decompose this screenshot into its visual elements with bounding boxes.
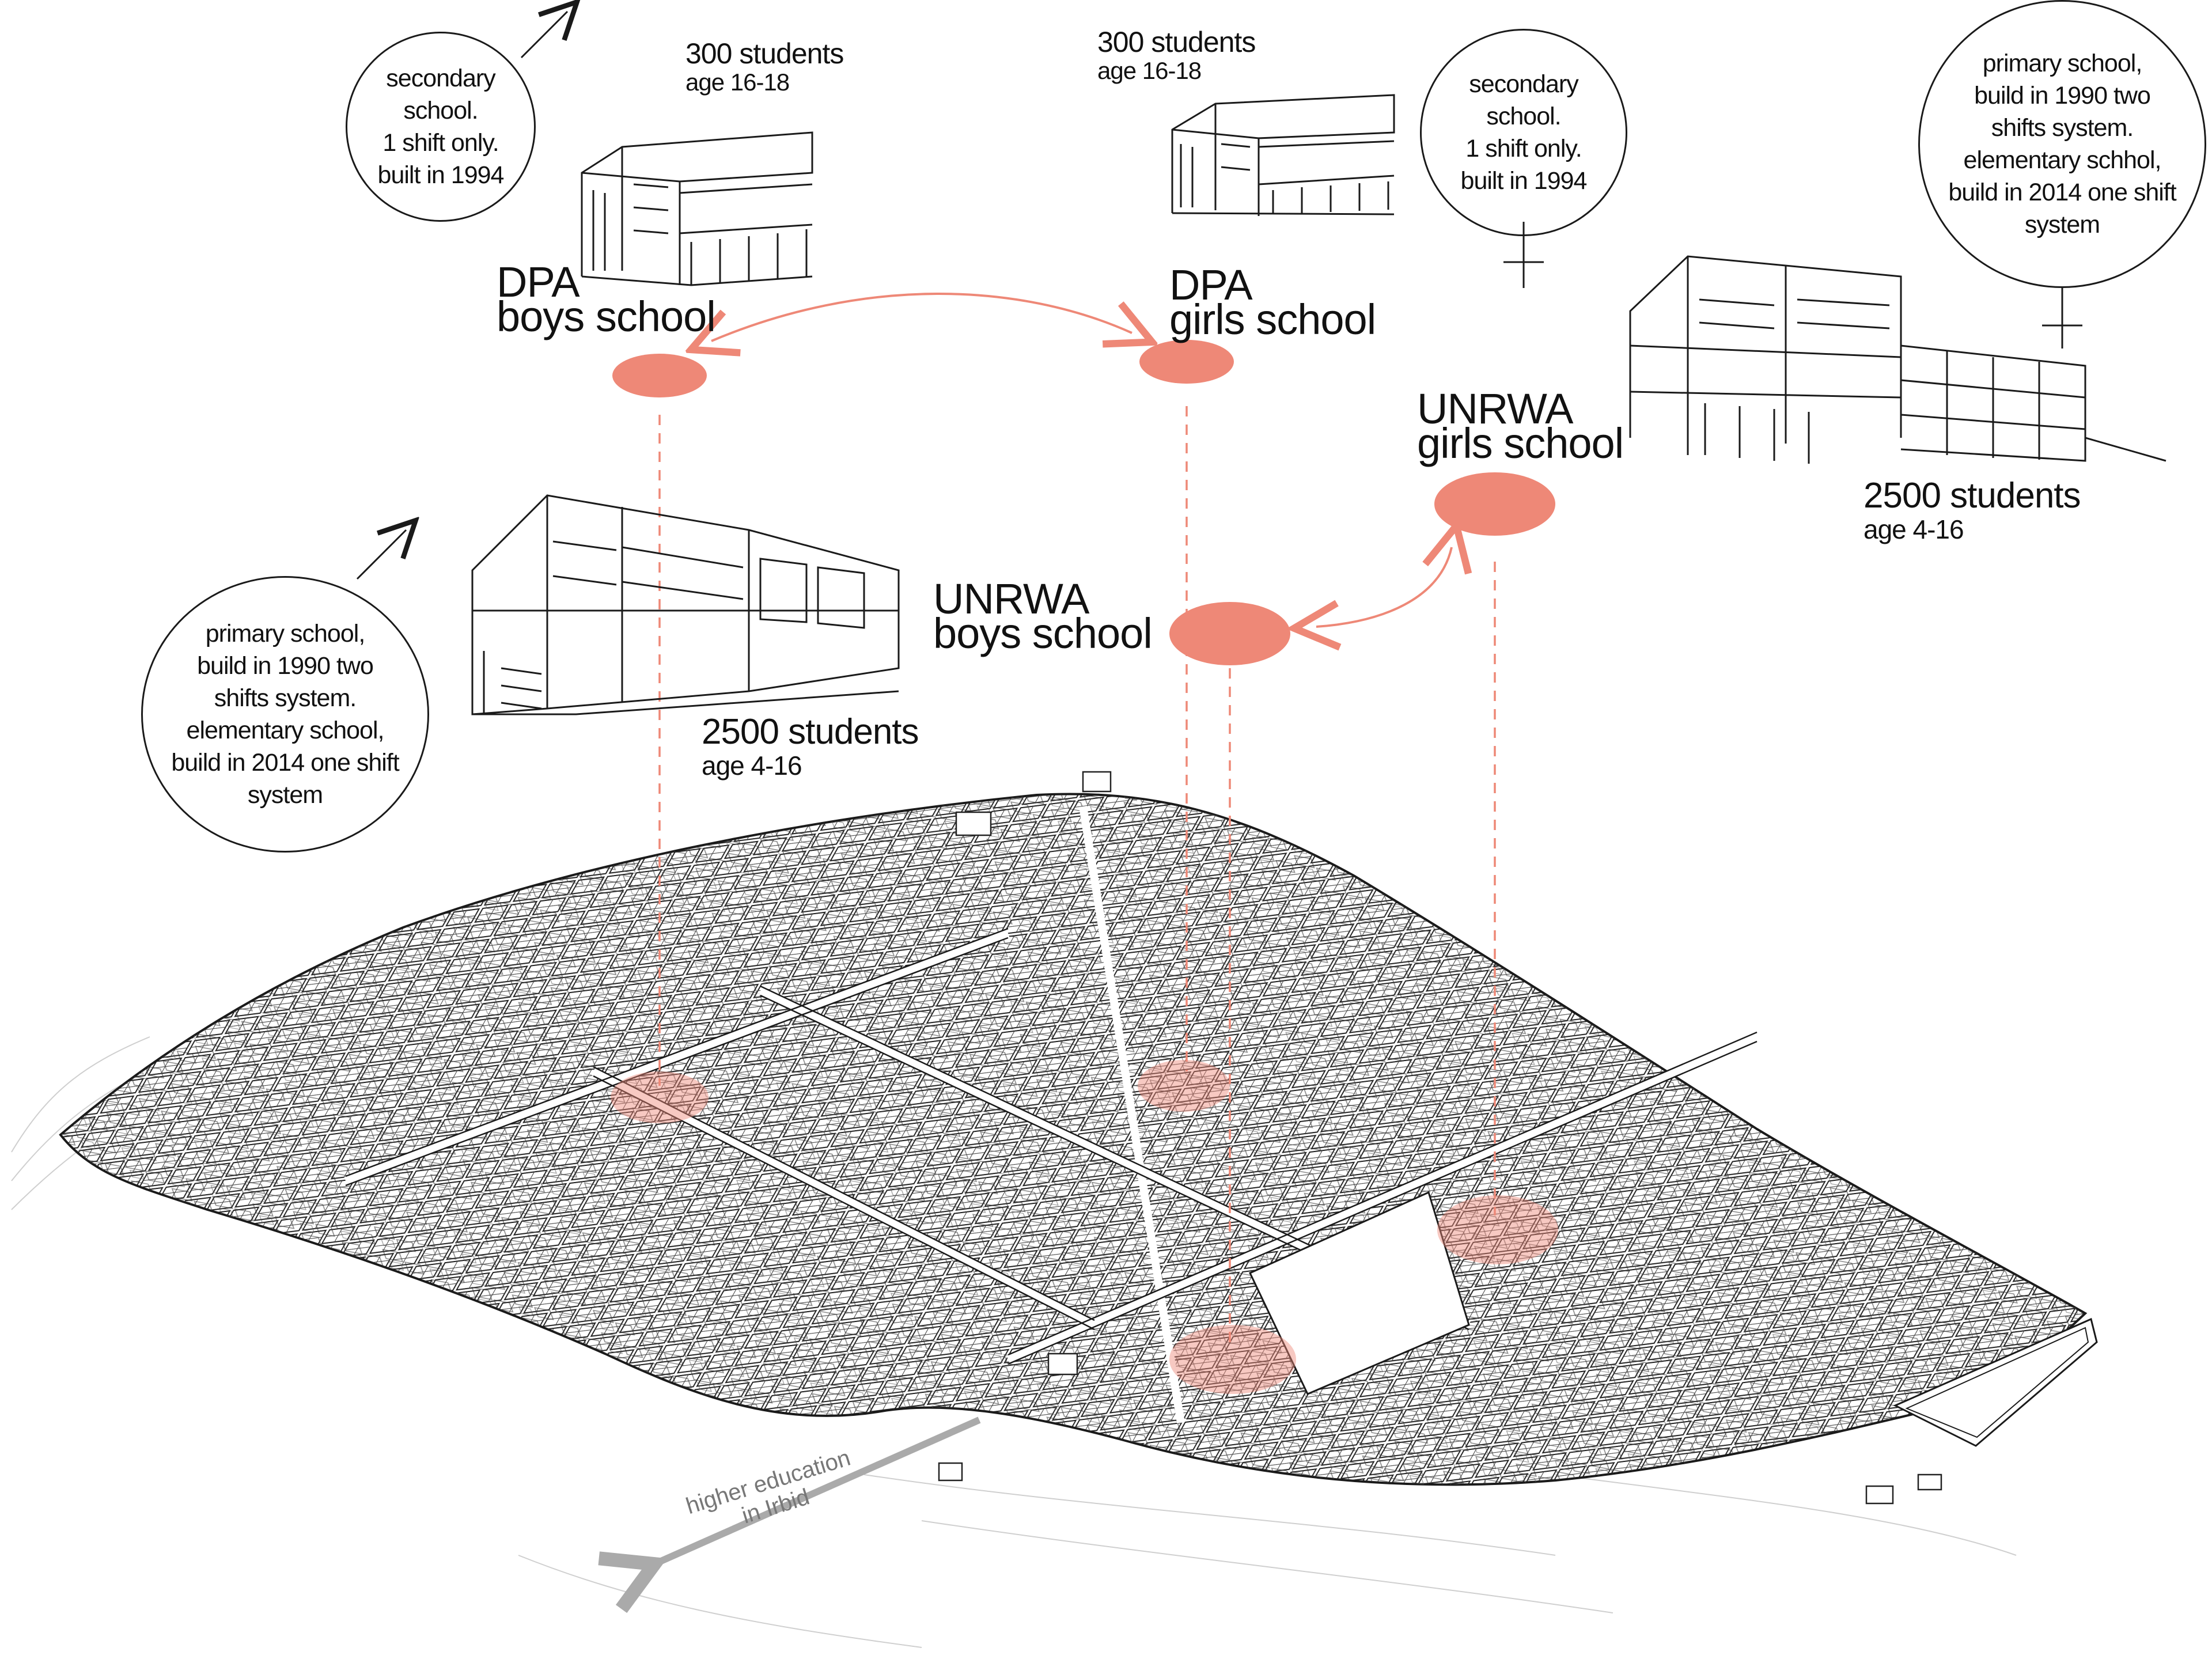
marker-dpa-girls <box>1139 340 1234 384</box>
info-circle-text: secondary school. 1 shift only. built in… <box>377 65 505 189</box>
school-name-line2: girls school <box>1169 296 1376 343</box>
student-count: 2500 students <box>1863 476 2081 516</box>
marker-unrwa-girls <box>1434 472 1555 536</box>
school-name-line1: UNRWA <box>1417 385 1573 433</box>
school-name-line1: DPA <box>1169 261 1253 309</box>
map-highlight-unrwa-girls <box>1437 1195 1558 1264</box>
terrain-contours <box>11 1036 2017 1648</box>
higher-education-arrow <box>648 1416 981 1567</box>
building-sketch-dpa-boys <box>581 131 813 286</box>
info-circle-dpa-girls: secondary school. 1 shift only. built in… <box>1420 29 1627 236</box>
school-name-line2: boys school <box>497 293 716 340</box>
map-highlight-unrwa-boys <box>1169 1325 1296 1394</box>
pointer-arrow-unrwa-boys <box>356 530 406 580</box>
school-name-line2: boys school <box>933 609 1153 657</box>
locator-lines <box>658 406 1496 1342</box>
arrow-unrwa-girls-boys <box>1316 547 1452 627</box>
info-circle-text: primary school, build in 1990 two shifts… <box>171 620 399 809</box>
info-circle-unrwa-girls: primary school, build in 1990 two shifts… <box>1918 0 2206 288</box>
school-name-dpa-girls: DPA girls school <box>1169 261 1376 343</box>
school-name-unrwa-girls: UNRWA girls school <box>1417 385 1624 467</box>
arrow-dpa-boys-girls <box>711 293 1132 341</box>
school-name-unrwa-boys: UNRWA boys school <box>933 575 1153 657</box>
age-range: age 16-18 <box>685 69 790 96</box>
student-count-dpa-boys: 300 students age 16-18 <box>685 37 844 96</box>
building-sketch-unrwa-boys <box>471 494 900 715</box>
age-range: age 4-16 <box>702 751 802 781</box>
student-count: 2500 students <box>702 712 919 752</box>
age-range: age 16-18 <box>1097 57 1202 84</box>
school-name-dpa-boys: DPA boys school <box>497 258 716 340</box>
relationship-arrows <box>711 293 1452 627</box>
student-count: 300 students <box>685 37 844 70</box>
school-name-line1: DPA <box>497 258 580 306</box>
pointer-arrows <box>356 12 567 580</box>
map-highlight-dpa-boys <box>611 1071 709 1123</box>
student-count: 300 students <box>1097 26 1256 58</box>
pointer-arrow-dpa-boys <box>520 12 567 59</box>
marker-unrwa-boys <box>1169 602 1290 665</box>
female-symbol-icon <box>2042 288 2082 348</box>
student-count-unrwa-girls: 2500 students age 4-16 <box>1863 478 2081 543</box>
building-sketch-unrwa-girls <box>1629 255 2166 464</box>
marker-dpa-boys <box>612 354 707 397</box>
map-highlight-dpa-girls <box>1138 1060 1230 1112</box>
school-map-highlights <box>611 1060 1558 1394</box>
school-markers <box>612 340 1555 665</box>
student-count-unrwa-boys: 2500 students age 4-16 <box>702 714 919 779</box>
info-circle-text: secondary school. 1 shift only. built in… <box>1460 70 1588 195</box>
city-mass <box>59 771 2098 1505</box>
info-circle-text: primary school, build in 1990 two shifts… <box>1948 50 2176 238</box>
student-count-dpa-girls: 300 students age 16-18 <box>1097 26 1256 84</box>
info-circle-dpa-boys: secondary school. 1 shift only. built in… <box>346 32 536 222</box>
building-sketch-dpa-girls <box>1171 94 1395 216</box>
age-range: age 4-16 <box>1863 514 1964 544</box>
school-name-line1: UNRWA <box>933 575 1089 623</box>
info-circle-unrwa-boys: primary school, build in 1990 two shifts… <box>141 576 429 853</box>
school-name-line2: girls school <box>1417 419 1624 467</box>
